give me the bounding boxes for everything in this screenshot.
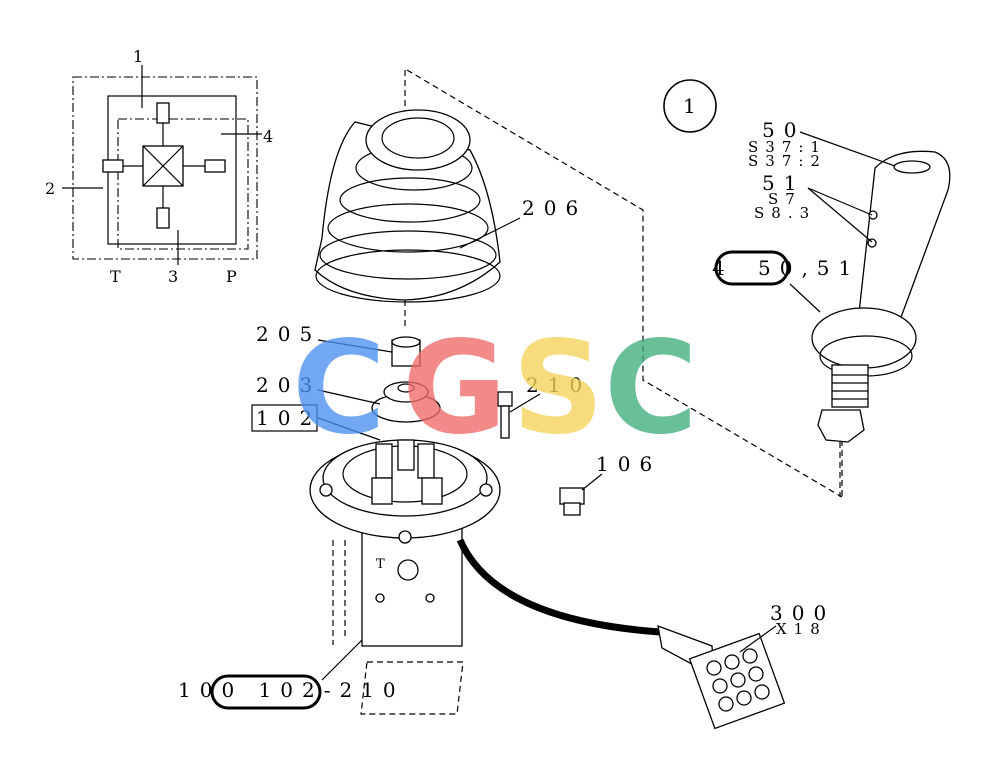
label-x18: X18: [776, 620, 827, 638]
label-203: 203: [256, 373, 321, 397]
port-label-3: 3: [168, 267, 178, 286]
label-210: 210: [526, 373, 591, 397]
highlight-0-102: [210, 674, 322, 710]
label-205: 205: [256, 322, 321, 346]
cgsc-watermark: C G S C: [292, 314, 698, 463]
label-100-102-210: 100 102-210: [178, 678, 405, 702]
label-4-prefix: 4: [712, 256, 734, 280]
rubber-boot: [314, 109, 501, 303]
callout-circle: [663, 79, 717, 133]
screw-210: [497, 391, 513, 439]
port-label-p: P: [226, 267, 237, 286]
watermark-letter-g: G: [402, 314, 507, 463]
label-s37-1: S37:1: [748, 138, 827, 156]
label-50: 50: [762, 118, 805, 142]
watermark-letter-c1: C: [292, 314, 386, 463]
highlight-50-51: [714, 250, 790, 286]
label-300: 300: [770, 601, 835, 625]
label-102: 102: [256, 406, 321, 430]
port-label-4: 4: [263, 127, 273, 146]
plug-106: [559, 487, 585, 516]
hydraulic-schematic: 1 2 3 4 T P: [45, 47, 273, 286]
port-label-t: T: [110, 267, 121, 286]
watermark-letter-s: S: [512, 314, 604, 463]
label-51: 51: [762, 171, 805, 195]
connector-300: [657, 624, 786, 730]
port-label-1: 1: [133, 47, 143, 66]
box-102: [251, 404, 318, 432]
label-106: 106: [596, 452, 661, 476]
valve-body: T: [309, 439, 501, 647]
label-50-51: 50,51: [758, 256, 860, 280]
nut-205: [391, 336, 421, 367]
label-s8-3: S8.3: [754, 204, 816, 222]
port-t-label: T: [376, 557, 385, 572]
callout-number: 1: [683, 94, 696, 118]
label-s7: S7: [768, 190, 802, 208]
port-label-2: 2: [45, 179, 55, 198]
label-206: 206: [522, 196, 587, 220]
cup-203: [371, 381, 441, 423]
leader-lines: [317, 131, 896, 681]
label-s37-2: S37:2: [748, 152, 827, 170]
watermark-letter-c2: C: [604, 314, 698, 463]
joystick-handle: [811, 150, 951, 497]
